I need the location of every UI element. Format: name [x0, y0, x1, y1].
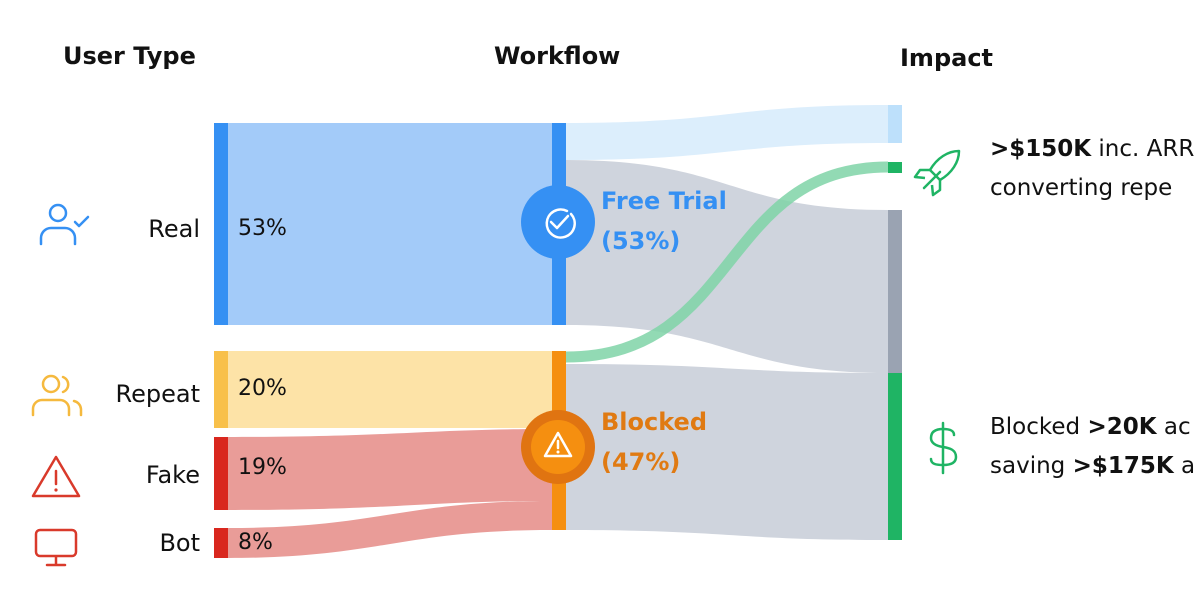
flow-bot-blocked — [228, 501, 552, 558]
workflow-label-blocked: Blocked (47%) — [601, 402, 707, 482]
node-impact-trial-other[interactable] — [888, 105, 902, 143]
percent-bot: 8% — [238, 530, 273, 555]
impact-savings-line2: saving >$175K a — [990, 447, 1195, 486]
flow-free-trial-other — [566, 105, 888, 160]
node-fake[interactable] — [214, 437, 228, 510]
percent-repeat: 20% — [238, 376, 287, 401]
header-workflow: Workflow — [494, 42, 621, 70]
impact-savings-suffix2: a — [1173, 453, 1196, 479]
impact-savings-amount: >$175K — [1072, 453, 1174, 479]
flow-blocked-savings — [566, 364, 888, 540]
warning-triangle-icon — [31, 455, 81, 498]
warning-triangle-icon — [521, 410, 595, 484]
flow-blocked-converted — [565, 161, 889, 363]
node-impact-neutral[interactable] — [888, 210, 902, 373]
impact-text-arr: >$150K inc. ARR converting repe — [990, 130, 1194, 208]
impact-savings-prefix: Blocked — [990, 414, 1088, 440]
impact-blocked-count: >20K — [1087, 414, 1157, 440]
impact-savings-suffix1: ac — [1156, 414, 1191, 440]
user-type-label-fake: Fake — [145, 461, 200, 489]
free-trial-percent: (53%) — [601, 227, 681, 255]
users-icon — [31, 374, 83, 417]
impact-savings-prefix2: saving — [990, 453, 1073, 479]
impact-arr-suffix: inc. ARR — [1091, 136, 1195, 162]
workflow-label-free-trial: Free Trial (53%) — [601, 181, 727, 261]
rocket-icon — [913, 149, 961, 197]
impact-arr-line2: converting repe — [990, 175, 1173, 201]
user-type-label-bot: Bot — [159, 529, 200, 557]
user-check-icon — [39, 203, 90, 246]
blocked-title: Blocked — [601, 408, 708, 436]
impact-arr-amount: >$150K — [990, 136, 1092, 162]
flow-repeat-blocked — [228, 351, 552, 428]
percent-fake: 19% — [238, 455, 287, 480]
check-circle-icon — [521, 185, 595, 259]
user-type-label-real: Real — [148, 215, 200, 243]
node-repeat[interactable] — [214, 351, 228, 428]
dollar-icon — [929, 421, 958, 475]
monitor-icon — [34, 528, 78, 567]
impact-text-savings: Blocked >20K ac saving >$175K a — [990, 408, 1195, 486]
header-user-type: User Type — [63, 42, 196, 70]
impact-arr-line1: >$150K inc. ARR — [990, 130, 1194, 169]
node-bot[interactable] — [214, 528, 228, 558]
header-impact: Impact — [900, 44, 994, 72]
flow-real-free-trial — [228, 123, 552, 325]
user-type-label-repeat: Repeat — [115, 380, 200, 408]
node-impact-converted[interactable] — [888, 162, 902, 173]
percent-real: 53% — [238, 216, 287, 241]
node-real[interactable] — [214, 123, 228, 325]
node-impact-savings[interactable] — [888, 373, 902, 540]
blocked-percent: (47%) — [601, 448, 681, 476]
free-trial-title: Free Trial — [601, 187, 727, 215]
impact-savings-line1: Blocked >20K ac — [990, 408, 1195, 447]
flow-fake-blocked — [228, 429, 552, 510]
